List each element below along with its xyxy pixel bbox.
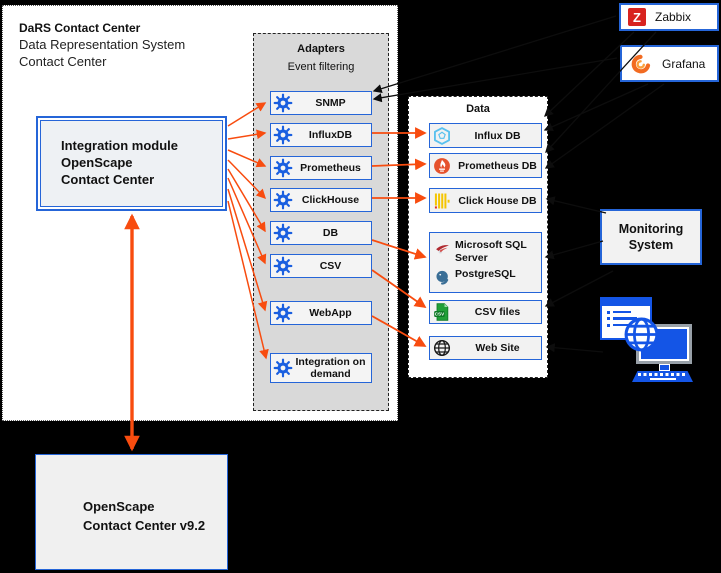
adapter-label: DB <box>322 226 339 239</box>
monitor-stand <box>659 364 670 371</box>
arrow-monitoring-to-sql <box>544 240 604 260</box>
openscape-label: OpenScape Contact Center v9.2 <box>83 498 205 536</box>
browser-menu-line <box>607 317 650 320</box>
mssql-row: Microsoft SQL Server <box>434 239 537 264</box>
data-label: Click House DB <box>458 194 537 207</box>
data-clickhouse-db: Click House DB <box>429 188 542 213</box>
arrow-zabbix-to-snmp <box>372 15 617 94</box>
prometheus-icon <box>430 156 454 176</box>
arrow-grafana-to-snmp <box>372 57 618 103</box>
adapter-label: CSV <box>319 259 342 272</box>
data-sql-box: Microsoft SQL Server PostgreSQL <box>429 232 542 293</box>
adapters-container: Adapters Event filtering SNMP InfluxDB P… <box>253 33 389 411</box>
browser-menu-line <box>607 323 650 327</box>
data-prometheus-db: Prometheus DB <box>429 153 542 178</box>
zabbix-logo-icon: Z <box>628 8 646 26</box>
adapter-label: ClickHouse <box>301 193 360 206</box>
gear-icon <box>273 358 293 378</box>
monitoring-system-label: Monitoring System <box>618 221 684 252</box>
adapter-label: Integration on demand <box>295 355 366 380</box>
workstation-icon <box>596 293 700 385</box>
adapter-influxdb: InfluxDB <box>270 123 372 147</box>
adapter-webapp: WebApp <box>270 301 372 325</box>
adapters-subtitle: Event filtering <box>287 61 355 73</box>
adapter-csv: CSV <box>270 254 372 278</box>
browser-menu-line <box>607 310 650 314</box>
arrow-workstation-to-website <box>545 343 604 353</box>
grafana-logo-icon <box>629 52 653 76</box>
dars-subtitle: Data Representation System Contact Cente… <box>19 37 185 71</box>
adapter-snmp: SNMP <box>270 91 372 115</box>
gear-icon <box>273 303 293 323</box>
postgresql-label: PostgreSQL <box>455 267 516 280</box>
website-globe-icon <box>430 338 454 358</box>
integration-line2: OpenScape <box>61 155 133 171</box>
data-container: Data Influx DB Prometheus DB Click House… <box>408 96 548 378</box>
grafana-label: Grafana <box>662 56 706 71</box>
integration-module-box: Integration module OpenScape Contact Cen… <box>36 116 227 211</box>
monitoring-system-box: Monitoring System <box>600 209 702 265</box>
adapter-clickhouse: ClickHouse <box>270 188 372 212</box>
influxdb-icon <box>430 126 454 146</box>
arrow-grafana-to-influxdb <box>543 83 649 132</box>
integration-line1: Integration module <box>61 138 178 154</box>
openscape-line2: Contact Center v9.2 <box>83 517 206 533</box>
mssql-icon <box>434 240 451 257</box>
data-title: Data <box>466 103 490 115</box>
integration-line3: Contact Center <box>61 171 155 187</box>
data-label: Influx DB <box>474 129 521 142</box>
arrow-grafana-to-prometheusdb <box>544 83 665 169</box>
data-influxdb: Influx DB <box>429 123 542 148</box>
adapter-integration-on-demand: Integration on demand <box>270 353 372 383</box>
adapters-title: Adapters <box>297 43 345 55</box>
data-label: Web Site <box>475 342 520 354</box>
postgresql-row: PostgreSQL <box>434 268 537 286</box>
arrow-monitoring-to-clickhousedb <box>545 196 607 214</box>
gear-icon <box>273 223 293 243</box>
gear-icon <box>273 125 293 145</box>
gear-icon <box>273 190 293 210</box>
adapter-label: Prometheus <box>300 161 361 174</box>
gear-icon <box>273 93 293 113</box>
gear-icon <box>273 256 293 276</box>
dars-container: DaRS Contact Center Data Representation … <box>2 5 398 421</box>
dars-title: DaRS Contact Center <box>19 21 141 35</box>
adapter-db: DB <box>270 221 372 245</box>
postgresql-icon <box>434 269 451 286</box>
adapter-label: InfluxDB <box>308 128 353 141</box>
data-web-site: Web Site <box>429 336 542 360</box>
adapter-prometheus: Prometheus <box>270 156 372 180</box>
data-label: Prometheus DB <box>458 159 537 172</box>
openscape-contact-center-box: OpenScape Contact Center v9.2 <box>35 454 228 570</box>
dars-subtitle-line1: Data Representation System <box>19 37 186 52</box>
gear-icon <box>273 158 293 178</box>
browser-titlebar <box>602 299 650 307</box>
adapter-label: WebApp <box>309 306 352 319</box>
mssql-label: Microsoft SQL Server <box>455 239 527 264</box>
zabbix-label: Zabbix <box>655 10 692 24</box>
csv-file-icon <box>430 302 454 322</box>
data-csv-files: CSV files <box>429 300 542 324</box>
grafana-box: Grafana <box>620 45 719 82</box>
dars-subtitle-line2: Contact Center <box>19 53 107 69</box>
data-label: CSV files <box>474 306 521 318</box>
zabbix-box: Z Zabbix <box>619 3 719 31</box>
adapter-label: SNMP <box>315 96 346 109</box>
clickhouse-icon <box>430 191 454 211</box>
keyboard-icon <box>632 371 693 382</box>
openscape-line1: OpenScape <box>83 499 155 514</box>
internet-globe-icon <box>623 316 660 353</box>
